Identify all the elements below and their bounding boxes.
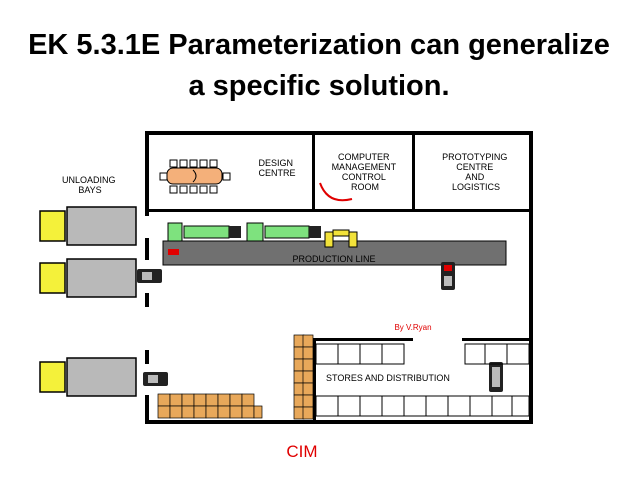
truck-2 bbox=[39, 258, 137, 298]
cnc-machine-1 bbox=[167, 222, 241, 242]
truck-3 bbox=[39, 357, 137, 397]
cnc-machine-2 bbox=[246, 222, 321, 242]
forklift-1 bbox=[441, 262, 455, 290]
computer-room-label: COMPUTER MANAGEMENT CONTROL ROOM bbox=[332, 152, 399, 192]
design-centre-label: DESIGN CENTRE bbox=[258, 158, 295, 178]
stores-shelving bbox=[315, 343, 530, 417]
table-top bbox=[166, 167, 223, 185]
building-walls bbox=[145, 131, 533, 424]
stores-label: STORES AND DISTRIBUTION bbox=[326, 373, 450, 383]
forklift-2 bbox=[489, 362, 503, 392]
robot-arm bbox=[324, 229, 358, 248]
truck-1 bbox=[39, 206, 137, 246]
prototyping-label: PROTOTYPING CENTRE AND LOGISTICS bbox=[442, 152, 510, 192]
slide-title-line-2: a specific solution. bbox=[188, 70, 450, 102]
red-marker bbox=[168, 249, 179, 255]
control-desk bbox=[319, 182, 353, 202]
production-conveyor bbox=[162, 240, 507, 266]
pallet-boxes bbox=[157, 334, 314, 420]
cim-caption: CIM bbox=[286, 442, 317, 461]
slide-title-line-1: EK 5.3.1E Parameterization can generaliz… bbox=[28, 29, 610, 61]
production-line-label: PRODUCTION LINE bbox=[292, 254, 375, 264]
bay-forklift-1 bbox=[137, 269, 162, 283]
bay-forklift-2 bbox=[143, 372, 168, 386]
unloading-bays-label: UNLOADING BAYS bbox=[62, 175, 118, 195]
credit-label: By V.Ryan bbox=[394, 323, 431, 332]
design-table bbox=[159, 159, 231, 194]
